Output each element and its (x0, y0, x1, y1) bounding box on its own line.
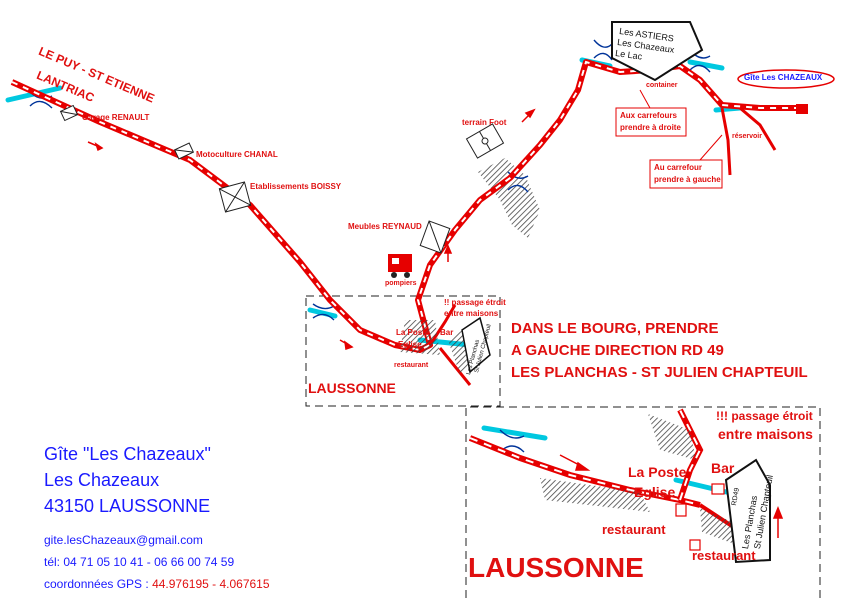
label-passage-2: entre maisons (444, 309, 499, 318)
inset-frame (465, 406, 821, 598)
village-detail (400, 316, 491, 375)
contact-phone: tél: 04 71 05 10 41 - 06 66 00 74 59 (44, 555, 235, 569)
bridges (29, 39, 711, 453)
label-gite-sign: Gîte Les CHAZEAUX (744, 73, 823, 82)
directions-line-1: DANS LE BOURG, PRENDRE (511, 320, 719, 337)
inset-label-passage-2: entre maisons (718, 426, 813, 442)
inset-label-restaurant-2: restaurant (692, 548, 756, 563)
fire-truck-icon (388, 254, 412, 278)
contact-hamlet: Les Chazeaux (44, 470, 160, 490)
inset-label-town: LAUSSONNE (468, 552, 644, 583)
label-la-poste: La Poste (396, 328, 430, 337)
label-reservoir: réservoir (732, 133, 762, 140)
main-road (10, 59, 800, 353)
label-eglise: Eglise (398, 340, 422, 349)
label-passage-1: !! passage étroit (444, 298, 506, 307)
inset-roadsign (724, 458, 771, 564)
label-garage: Garage RENAULT (82, 113, 150, 122)
label-carrefour-gauche-1: Au carrefour (654, 163, 703, 172)
directions-line-2: A GAUCHE DIRECTION RD 49 (511, 342, 724, 359)
note-box-droite (615, 107, 687, 137)
label-carrefour-droite-1: Aux carrefours (620, 111, 677, 120)
label-carrefour-droite-2: prendre à droite (620, 123, 681, 132)
label-bar: Bar (440, 328, 454, 337)
inset-label-passage-1: !!! passage étroit (716, 409, 813, 423)
directions-line-3: LES PLANCHAS - ST JULIEN CHAPTEUIL (511, 364, 808, 381)
gite-marker (737, 69, 835, 89)
label-meubles: Meubles REYNAUD (348, 222, 422, 231)
inset-label-la-poste: La Poste (628, 464, 687, 480)
gps-value: 44.976195 - 4.067615 (152, 577, 270, 591)
label-carrefour-gauche-2: prendre à gauche (654, 175, 721, 184)
label-container: container (646, 82, 678, 89)
contact-name: Gîte "Les Chazeaux" (44, 444, 211, 464)
inset-label-bar: Bar (711, 460, 735, 476)
village-frame (305, 295, 501, 407)
building-markers (59, 104, 505, 254)
inset-label-eglise: Eglise (634, 484, 676, 500)
contact-block: Gîte "Les Chazeaux" Les Chazeaux 43150 L… (44, 441, 270, 595)
inset-label-restaurant-1: restaurant (602, 522, 666, 537)
label-terrain-foot: terrain Foot (462, 118, 507, 127)
contact-gps: coordonnées GPS : 44.976195 - 4.067615 (44, 573, 270, 595)
contact-email[interactable]: gite.lesChazeaux@gmail.com (44, 533, 203, 547)
label-motoculture: Motoculture CHANAL (196, 150, 278, 159)
signpost-arrow (611, 21, 704, 82)
label-pompiers: pompiers (385, 280, 417, 287)
contact-postal: 43150 LAUSSONNE (44, 496, 211, 516)
label-etablissements: Etablissements BOISSY (250, 182, 342, 191)
direction-arrows (87, 108, 784, 538)
gps-label: coordonnées GPS : (44, 577, 149, 591)
directions-block: DANS LE BOURG, PRENDRE A GAUCHE DIRECTIO… (511, 318, 808, 384)
note-box-gauche (649, 159, 723, 189)
label-restaurant: restaurant (394, 362, 429, 369)
label-town: LAUSSONNE (308, 380, 396, 396)
